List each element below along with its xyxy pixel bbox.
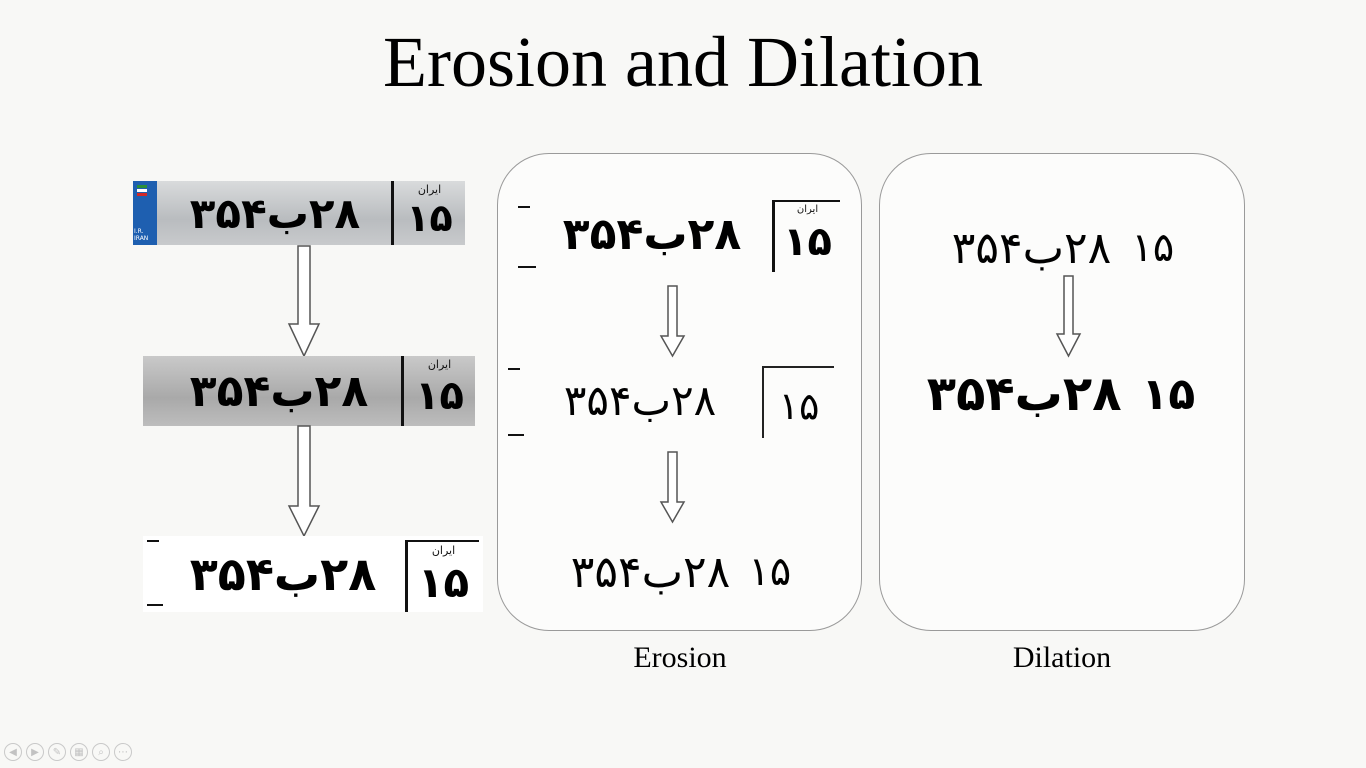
arrow-down-1 — [287, 245, 321, 358]
plate-province-number: ۱۵ — [1131, 225, 1175, 271]
plate-province-number: ۱۵ — [748, 549, 792, 595]
plate-province-box: ۱۵ — [762, 366, 834, 438]
erosion-arrow-2 — [659, 451, 686, 524]
province-label: ایران — [796, 204, 819, 215]
country-code-label: I.R. IRAN — [134, 228, 149, 242]
plate-main-number: ۲۸ب۳۵۴ — [189, 365, 369, 417]
plate-main-number: ۲۸ب۳۵۴ — [562, 208, 742, 260]
plate-main-number: ۲۸ب۳۵۴ — [951, 222, 1112, 274]
zoom-icon[interactable]: ⌕ — [92, 743, 110, 761]
erosion-step-plate: ۲۸ب۳۵۴ ۱۵ — [506, 362, 836, 438]
plate-main-number: ۲۸ب۳۵۴ — [189, 547, 377, 601]
plate-province-number: ۱۵ — [783, 219, 832, 265]
next-slide-icon[interactable]: ▶ — [26, 743, 44, 761]
province-label: ایران — [417, 183, 442, 196]
previous-slide-icon[interactable]: ◀ — [4, 743, 22, 761]
plate-province-number: ۱۵ — [1141, 368, 1196, 420]
erosion-result-plate: ۲۸ب۳۵۴ ۱۵ — [516, 534, 846, 610]
province-label: ایران — [427, 358, 452, 371]
more-options-icon[interactable]: ⋯ — [114, 743, 132, 761]
plate-province-box: ایران ۱۵ — [391, 181, 465, 245]
arrow-down-2 — [287, 425, 321, 538]
dilation-arrow — [1055, 275, 1082, 358]
plate-main-number: ۲۸ب۳۵۴ — [570, 546, 731, 598]
plate-grayscale-image: ۲۸ب۳۵۴ ایران ۱۵ — [143, 356, 475, 426]
plate-province-box: ایران ۱۵ — [401, 356, 475, 426]
erosion-arrow-1 — [659, 285, 686, 358]
plate-main-number: ۲۸ب۳۵۴ — [926, 366, 1122, 422]
pen-icon[interactable]: ✎ — [48, 743, 66, 761]
plate-main-number: ۲۸ب۳۵۴ — [189, 188, 361, 238]
dilation-caption: Dilation — [1012, 641, 1112, 674]
dilation-input-plate: ۲۸ب۳۵۴ ۱۵ — [888, 214, 1238, 282]
province-label: ایران — [431, 544, 456, 557]
dilation-panel — [879, 153, 1245, 631]
plate-province-number: ۱۵ — [406, 196, 453, 240]
plate-province-number: ۱۵ — [417, 557, 470, 607]
dilation-result-plate: ۲۸ب۳۵۴ ۱۵ — [886, 358, 1236, 430]
plate-main-number: ۲۸ب۳۵۴ — [563, 375, 717, 425]
slideshow-toolbar: ◀ ▶ ✎ ▦ ⌕ ⋯ — [4, 743, 132, 765]
plate-binary-image: ۲۸ب۳۵۴ ایران ۱۵ — [143, 536, 483, 612]
plate-province-box: ایران ۱۵ — [772, 200, 840, 272]
plate-province-box: ایران ۱۵ — [405, 540, 479, 612]
slides-grid-icon[interactable]: ▦ — [70, 743, 88, 761]
erosion-panel — [497, 153, 862, 631]
iran-flag-strip: I.R. IRAN — [133, 181, 157, 245]
plate-province-number: ۱۵ — [778, 384, 820, 428]
erosion-input-plate: ۲۸ب۳۵۴ ایران ۱۵ — [516, 196, 842, 272]
plate-province-number: ۱۵ — [415, 373, 464, 419]
slide-title: Erosion and Dilation — [383, 22, 983, 102]
plate-original-image: I.R. IRAN ۲۸ب۳۵۴ ایران ۱۵ — [133, 181, 465, 245]
erosion-caption: Erosion — [633, 641, 727, 674]
